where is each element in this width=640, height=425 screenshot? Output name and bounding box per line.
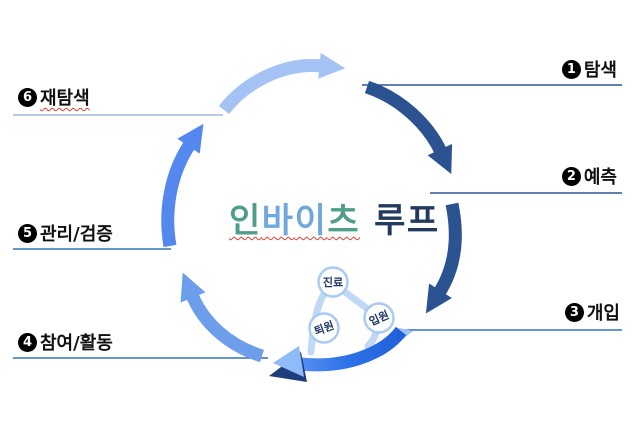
title-char: 츠: [327, 201, 361, 241]
royal-arrowhead: [273, 346, 304, 377]
step-text: 참여/활동: [40, 333, 113, 354]
step-label-retarget: 6 재탐색: [18, 84, 90, 110]
step-label-participate: 4 참여/활동: [18, 329, 113, 355]
title-brand-word: 인바이츠: [229, 201, 360, 241]
step-text: 개입: [586, 303, 620, 324]
arc-explore-to-predict: [364, 80, 453, 175]
step-number-badge: 6: [18, 87, 37, 107]
arc-intervene-to-participate: [299, 326, 407, 372]
step-text: 탐색: [583, 60, 617, 81]
cycle-node-treatment-label: 진료: [323, 275, 343, 289]
step-number-badge: 4: [18, 332, 37, 352]
arc-predict-to-intervene: [425, 202, 462, 314]
arc-retarget-to-explore: [218, 52, 346, 115]
title-char: 인: [229, 201, 262, 241]
step-number-badge: 2: [561, 166, 581, 186]
cycle-node-discharge-label: 퇴원: [312, 318, 336, 338]
step-text: 재탐색: [40, 88, 90, 109]
step-label-manage: 5 관리/검증: [18, 220, 113, 246]
cycle-nodes: 진료 입원 퇴원: [308, 266, 395, 344]
title-char: 이: [294, 201, 328, 241]
cycle-node-treatment-circle: [317, 266, 349, 298]
title-char: 바: [261, 201, 295, 241]
diagram-title: 인바이츠 루프: [229, 193, 440, 242]
cycle-node-discharge-circle: [308, 312, 340, 344]
step-number-badge: 3: [564, 302, 584, 322]
arc-participate-to-manage: [180, 272, 265, 363]
step-text: 관리/검증: [40, 224, 113, 245]
arc-manage-to-retarget: [161, 123, 204, 248]
step-text: 예측: [583, 167, 617, 188]
step-number-badge: 5: [18, 223, 37, 243]
step-label-explore: 1 탐색: [561, 56, 617, 82]
step-number-badge: 1: [561, 59, 581, 79]
title-loop-word: 루프: [374, 201, 440, 241]
step-label-intervene: 3 개입: [564, 299, 620, 325]
cycle-node-admission-circle: [363, 302, 395, 334]
step-label-predict: 2 예측: [561, 163, 617, 189]
